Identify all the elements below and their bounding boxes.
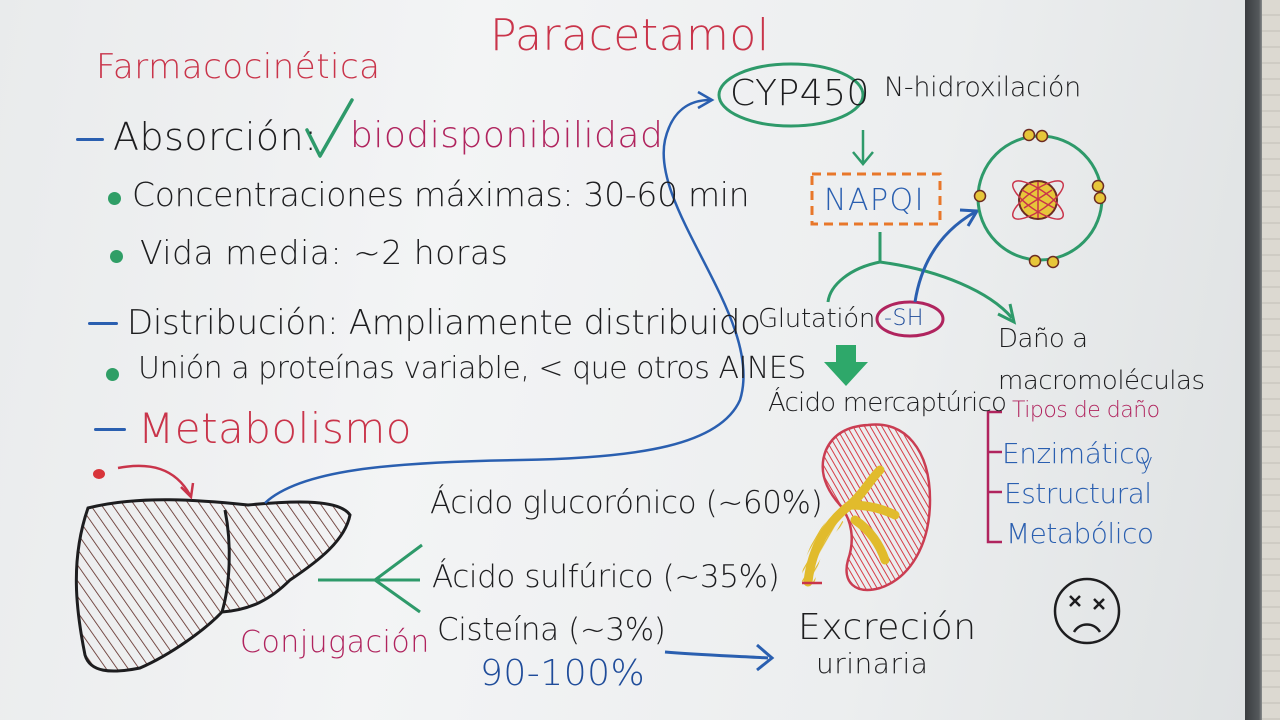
glutathione-label: Glutatión (758, 304, 876, 334)
sh-label: -SH (884, 306, 924, 331)
dash-marker (94, 428, 126, 431)
wall (1262, 0, 1280, 720)
conjugation-item: Cisteína (~3%) (437, 612, 666, 648)
metabolism-label: Metabolismo (138, 404, 412, 453)
molecule-icon (973, 128, 1107, 269)
absorption-label: Absorción: (113, 115, 318, 159)
napqi-label: NAPQI (824, 183, 926, 218)
bullet (110, 250, 123, 263)
bullet (106, 368, 119, 381)
damage-type-item: Metabólico (1006, 517, 1154, 550)
conjugation-total: 90-100% (480, 653, 646, 694)
section-title: Farmacocinética (96, 47, 381, 87)
page-title: Paracetamol (490, 10, 770, 61)
dash-marker (76, 138, 104, 141)
absorption-note: biodisponibilidad (350, 115, 664, 156)
drawings (74, 62, 1121, 673)
excretion-line2: urinaria (816, 647, 929, 680)
conjugation-label: Conjugación (240, 625, 430, 660)
absorption-item: Vida media: ~2 horas (140, 233, 509, 272)
conjugation-item: Ácido glucorónico (~60%) (430, 485, 823, 521)
check-icon (305, 98, 354, 158)
absorption-item: Concentraciones máximas: 30-60 min (132, 175, 750, 214)
distribution-label: Distribución: Ampliamente distribuido (127, 303, 761, 343)
sad-face-icon (1053, 577, 1121, 645)
dash-marker (88, 322, 118, 325)
cyp450-label: CYP450 (730, 73, 870, 114)
damage-type-item: Estructural (1004, 477, 1152, 510)
arrow-to-cyp (264, 98, 745, 504)
bullet (108, 192, 121, 205)
excretion-line1: Excreción (798, 607, 977, 648)
cyp450-ellipse (717, 62, 865, 128)
distribution-item: Unión a proteínas variable, < que otros … (138, 351, 806, 386)
sh-ellipse (875, 300, 945, 338)
kidney-drawing (801, 423, 932, 592)
damage-type-item: Enzimático (1002, 437, 1151, 470)
damage-type-extra: y (1140, 450, 1154, 475)
reaction-label: N-hidroxilación (884, 72, 1081, 103)
red-dot (93, 469, 105, 479)
napqi-box (810, 172, 942, 226)
damage-types-title: Tipos de daño (1012, 398, 1160, 423)
liver-drawing (74, 498, 352, 673)
arrow-down-icon (824, 345, 868, 386)
damage-label: Daño a macromoléculas (998, 324, 1205, 396)
product-label: Ácido mercaptúrico (768, 388, 1007, 418)
conjugation-item: Ácido sulfúrico (~35%) (432, 559, 780, 595)
